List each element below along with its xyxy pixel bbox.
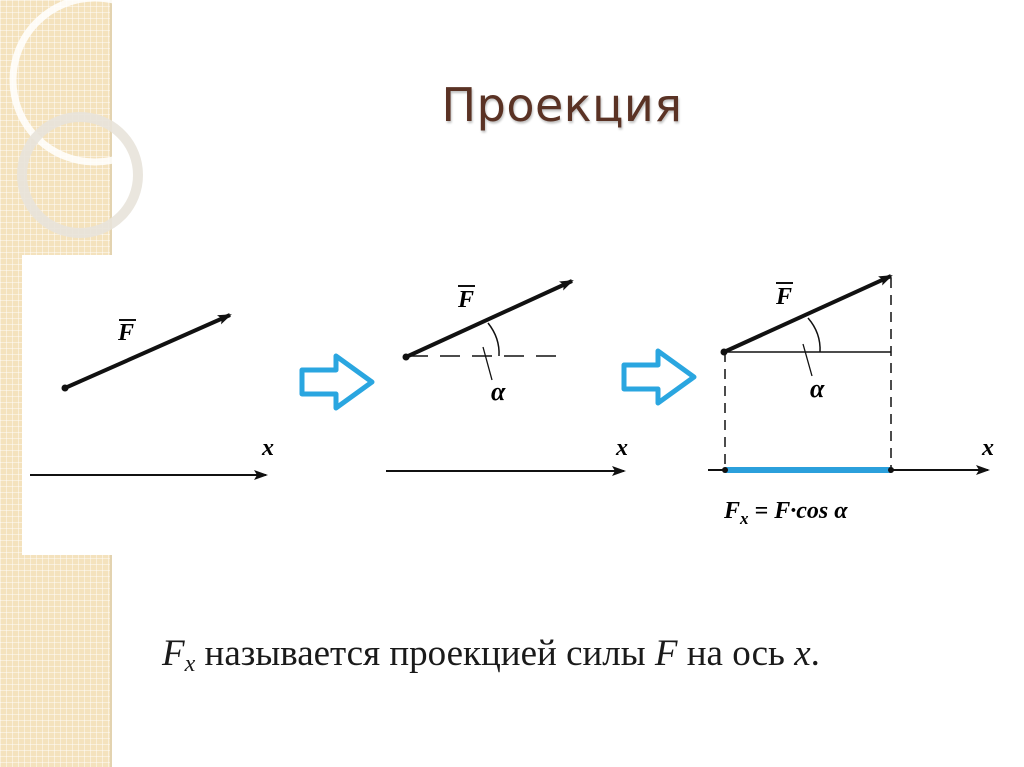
force-vector-1 bbox=[64, 313, 232, 390]
caption-end: . bbox=[810, 633, 820, 674]
axis-label-2: x bbox=[615, 435, 628, 461]
panel-2: F α x bbox=[386, 279, 628, 476]
angle-arc-2 bbox=[487, 322, 500, 357]
panel-3: F α x Fx = F·cos α bbox=[708, 274, 994, 528]
next-step-arrow-icon-2 bbox=[621, 348, 697, 406]
caption-symbol: F bbox=[162, 633, 185, 674]
decorative-rings bbox=[9, 0, 181, 238]
panel-1: F x bbox=[30, 313, 274, 480]
angle-leader-3 bbox=[802, 343, 813, 377]
force-vector-2 bbox=[405, 279, 574, 359]
force-label-2: F bbox=[457, 287, 474, 313]
angle-label-2: α bbox=[491, 377, 506, 406]
caption: Fx называется проекцией силы F на ось x. bbox=[162, 632, 820, 678]
caption-axis: x bbox=[794, 633, 811, 674]
force-origin-1 bbox=[61, 384, 69, 392]
caption-text-1: называется проекцией силы bbox=[195, 633, 655, 674]
slide-title: Проекция bbox=[441, 78, 683, 132]
force-vector-3 bbox=[723, 274, 893, 354]
caption-text-2: на ось bbox=[677, 633, 795, 674]
angle-leader-2 bbox=[482, 346, 493, 381]
axis-label-1: x bbox=[261, 435, 274, 461]
angle-label-3: α bbox=[810, 374, 825, 403]
force-label-1: F bbox=[117, 320, 134, 346]
axis-label-3: x bbox=[981, 435, 994, 461]
projection-formula: Fx = F·cos α bbox=[723, 498, 848, 528]
caption-symbol-sub: x bbox=[184, 651, 196, 677]
next-step-arrow-icon bbox=[299, 353, 375, 411]
force-label-3: F bbox=[775, 284, 792, 310]
angle-arc-3 bbox=[807, 317, 821, 353]
diagram-panel bbox=[22, 255, 1024, 555]
force-origin-2 bbox=[402, 353, 410, 361]
caption-force: F bbox=[654, 633, 678, 674]
projection-start-point bbox=[722, 467, 728, 473]
projection-end-point bbox=[888, 467, 894, 473]
